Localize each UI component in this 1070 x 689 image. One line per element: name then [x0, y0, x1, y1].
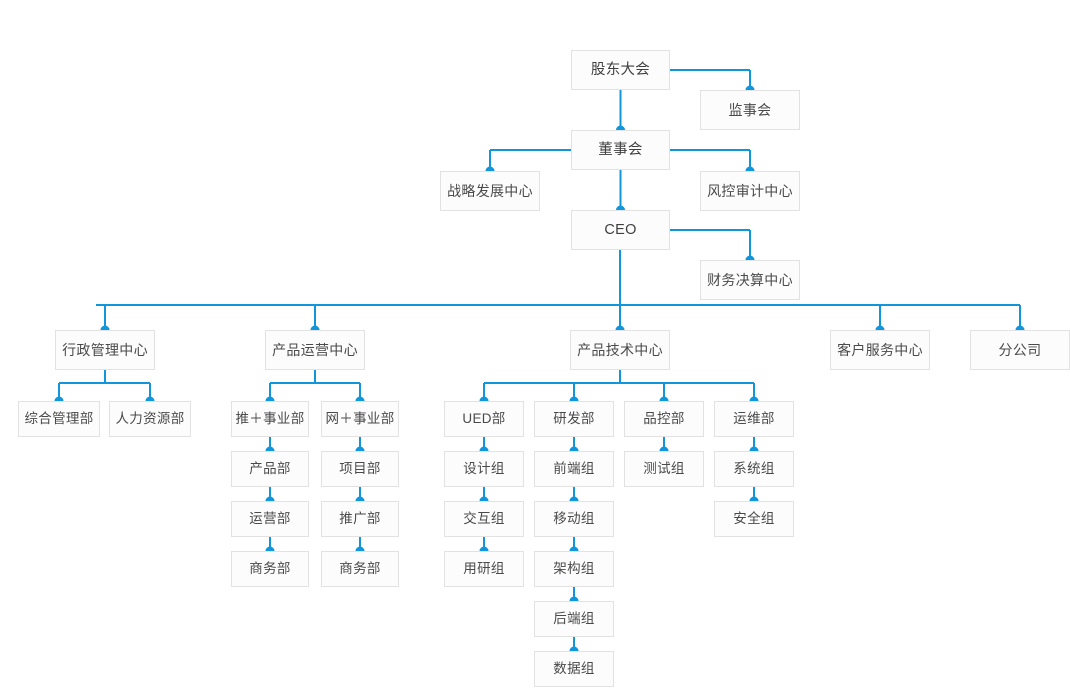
org-node-label: 推广部 — [339, 511, 381, 527]
org-node-b6[interactable]: 项目部 — [321, 451, 399, 487]
org-node-n6[interactable]: CEO — [571, 210, 670, 250]
org-node-n2[interactable]: 监事会 — [700, 90, 800, 130]
org-node-label: 后端组 — [553, 611, 595, 627]
org-node-e6[interactable]: 数据组 — [534, 651, 614, 687]
org-node-d3[interactable]: 交互组 — [444, 501, 524, 537]
org-node-label: 行政管理中心 — [62, 342, 148, 358]
org-node-e1[interactable]: 研发部 — [534, 401, 614, 437]
org-node-label: 安全组 — [733, 511, 775, 527]
org-node-a1[interactable]: 综合管理部 — [18, 401, 100, 437]
org-node-e2[interactable]: 前端组 — [534, 451, 614, 487]
org-node-c3[interactable]: 产品技术中心 — [570, 330, 670, 370]
org-node-label: 股东大会 — [590, 61, 651, 78]
org-node-n3[interactable]: 董事会 — [571, 130, 670, 170]
org-node-label: 项目部 — [339, 461, 381, 477]
org-node-label: 产品运营中心 — [272, 342, 358, 358]
org-node-label: 网＋事业部 — [325, 411, 395, 427]
org-node-d2[interactable]: 设计组 — [444, 451, 524, 487]
org-node-label: 运营部 — [249, 511, 291, 527]
org-node-e5[interactable]: 后端组 — [534, 601, 614, 637]
org-node-b7[interactable]: 推广部 — [321, 501, 399, 537]
org-node-label: 产品部 — [249, 461, 291, 477]
org-node-a2[interactable]: 人力资源部 — [109, 401, 191, 437]
org-node-e3[interactable]: 移动组 — [534, 501, 614, 537]
org-node-label: 运维部 — [733, 411, 775, 427]
org-node-label: 移动组 — [553, 511, 595, 527]
org-node-b4[interactable]: 商务部 — [231, 551, 309, 587]
org-node-b3[interactable]: 运营部 — [231, 501, 309, 537]
org-node-label: 研发部 — [553, 411, 595, 427]
org-node-label: 推＋事业部 — [235, 411, 305, 427]
org-node-label: 董事会 — [598, 141, 643, 158]
org-node-label: 设计组 — [463, 461, 505, 477]
org-node-label: 监事会 — [728, 102, 772, 118]
org-node-d4[interactable]: 用研组 — [444, 551, 524, 587]
org-node-label: 商务部 — [249, 561, 291, 577]
org-node-label: 交互组 — [463, 511, 505, 527]
org-node-b1[interactable]: 推＋事业部 — [231, 401, 309, 437]
org-node-label: 商务部 — [339, 561, 381, 577]
org-node-label: 架构组 — [553, 561, 595, 577]
org-node-n5[interactable]: 风控审计中心 — [700, 171, 800, 211]
org-node-c1[interactable]: 行政管理中心 — [55, 330, 155, 370]
org-node-c5[interactable]: 分公司 — [970, 330, 1070, 370]
org-node-label: 品控部 — [643, 411, 685, 427]
org-node-g1[interactable]: 运维部 — [714, 401, 794, 437]
org-node-label: 分公司 — [998, 342, 1042, 358]
org-node-b8[interactable]: 商务部 — [321, 551, 399, 587]
org-node-label: 风控审计中心 — [707, 183, 793, 199]
org-node-n1[interactable]: 股东大会 — [571, 50, 670, 90]
org-node-d1[interactable]: UED部 — [444, 401, 524, 437]
org-node-c4[interactable]: 客户服务中心 — [830, 330, 930, 370]
org-node-f2[interactable]: 测试组 — [624, 451, 704, 487]
org-node-label: UED部 — [462, 411, 506, 427]
org-node-label: 数据组 — [553, 661, 595, 677]
org-node-label: 人力资源部 — [115, 411, 185, 427]
org-node-n7[interactable]: 财务决算中心 — [700, 260, 800, 300]
org-node-g3[interactable]: 安全组 — [714, 501, 794, 537]
org-node-label: 测试组 — [643, 461, 685, 477]
org-node-f1[interactable]: 品控部 — [624, 401, 704, 437]
org-node-b2[interactable]: 产品部 — [231, 451, 309, 487]
org-node-n4[interactable]: 战略发展中心 — [440, 171, 540, 211]
org-node-label: CEO — [604, 221, 637, 238]
org-node-b5[interactable]: 网＋事业部 — [321, 401, 399, 437]
org-node-c2[interactable]: 产品运营中心 — [265, 330, 365, 370]
org-node-label: 产品技术中心 — [577, 342, 663, 358]
org-node-e4[interactable]: 架构组 — [534, 551, 614, 587]
org-node-label: 财务决算中心 — [707, 272, 793, 288]
org-node-label: 战略发展中心 — [447, 183, 533, 199]
org-node-g2[interactable]: 系统组 — [714, 451, 794, 487]
org-node-label: 综合管理部 — [24, 411, 94, 427]
org-node-label: 客户服务中心 — [837, 342, 923, 358]
org-node-label: 系统组 — [733, 461, 775, 477]
org-node-label: 用研组 — [463, 561, 505, 577]
org-node-label: 前端组 — [553, 461, 595, 477]
